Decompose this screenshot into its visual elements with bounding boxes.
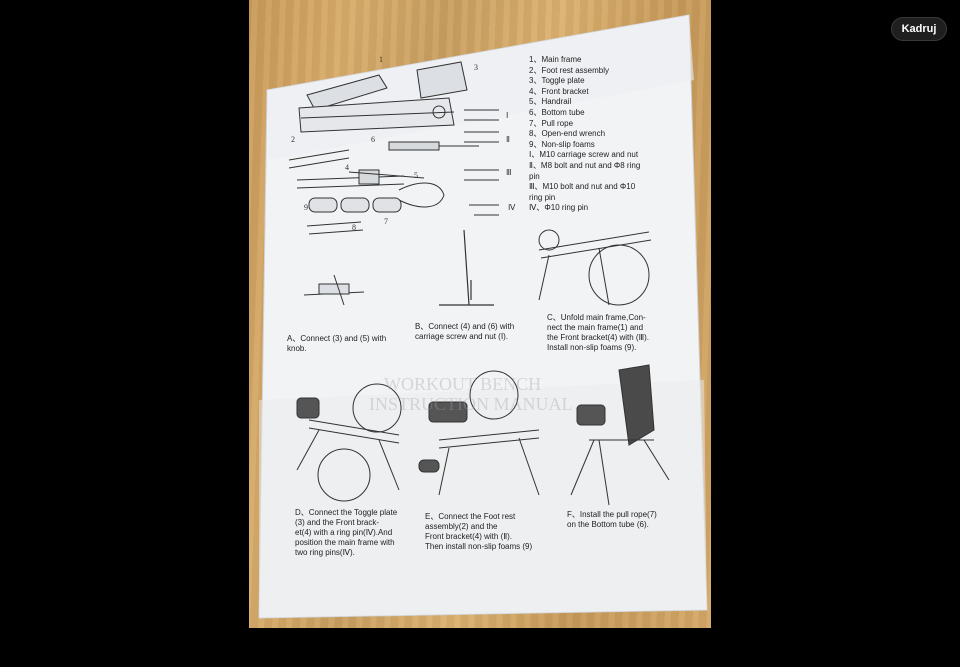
step-b-illustration xyxy=(439,229,494,306)
svg-text:Ⅳ: Ⅳ xyxy=(508,203,516,212)
parts-list-item: ring pin xyxy=(529,192,556,202)
caption-line: F、Install the pull rope(7) xyxy=(567,510,657,519)
step-c-caption: C、Unfold main frame,Con-nect the main fr… xyxy=(547,313,649,353)
caption-line: et(4) with a ring pin(Ⅳ).And xyxy=(295,528,393,537)
parts-list-item: pin xyxy=(529,171,540,181)
step-f-illustration xyxy=(570,364,670,506)
caption-line: Then install non-slip foams (9) xyxy=(425,542,533,551)
caption-line: knob. xyxy=(287,344,307,353)
svg-text:Ⅰ: Ⅰ xyxy=(506,111,508,120)
svg-text:1: 1 xyxy=(379,55,383,64)
caption-line: C、Unfold main frame,Con- xyxy=(547,313,646,322)
instruction-sheet: 1 3 2 6 4 5 9 7 8 Ⅰ Ⅱ Ⅲ Ⅳ xyxy=(258,14,708,619)
caption-line: assembly(2) and the xyxy=(425,522,498,531)
photo-viewer-image: 1 3 2 6 4 5 9 7 8 Ⅰ Ⅱ Ⅲ Ⅳ xyxy=(249,0,711,628)
crop-button[interactable]: Kadruj xyxy=(891,17,947,41)
svg-text:8: 8 xyxy=(352,223,356,232)
parts-list-item: 7、Pull rope xyxy=(529,118,574,128)
caption-line: A、Connect (3) and (5) with xyxy=(287,334,387,343)
parts-list-item: 9、Non-slip foams xyxy=(529,139,595,149)
caption-line: B、Connect (4) and (6) with xyxy=(415,322,515,331)
caption-line: position the main frame with xyxy=(295,538,395,547)
step-d-illustration xyxy=(296,383,402,502)
watermark-logo: WORKOUT BENCH INSTRUCTION MANUAL xyxy=(369,374,573,414)
caption-line: (3) and the Front brack- xyxy=(295,518,380,527)
caption-line: on the Bottom tube (6). xyxy=(567,520,649,529)
parts-list-item: 6、Bottom tube xyxy=(529,107,585,117)
svg-text:9: 9 xyxy=(304,203,308,212)
parts-list-item: 2、Foot rest assembly xyxy=(529,65,610,75)
caption-line: Install non-slip foams (9). xyxy=(547,343,637,352)
caption-line: the Front bracket(4) with (Ⅲ). xyxy=(547,333,649,342)
svg-text:7: 7 xyxy=(384,217,388,226)
svg-text:4: 4 xyxy=(345,163,349,172)
parts-list-item: Ⅱ、M8 bolt and nut and Φ8 ring xyxy=(529,160,641,170)
parts-diagram xyxy=(288,61,499,235)
caption-line: Front bracket(4) with (Ⅱ). xyxy=(425,532,513,541)
caption-line: nect the main frame(1) and xyxy=(547,323,644,332)
caption-line: D、Connect the Toggle plate xyxy=(295,508,398,517)
step-d-caption: D、Connect the Toggle plate(3) and the Fr… xyxy=(295,508,397,558)
parts-list-item: 1、Main frame xyxy=(529,55,582,64)
parts-list-item: 8、Open-end wrench xyxy=(529,129,606,139)
caption-line: E、Connect the Foot rest xyxy=(425,512,516,521)
svg-text:6: 6 xyxy=(371,135,375,144)
svg-text:Ⅱ: Ⅱ xyxy=(506,135,510,144)
parts-list-item: Ⅲ、M10 bolt and nut and Φ10 xyxy=(529,182,636,192)
svg-text:INSTRUCTION MANUAL: INSTRUCTION MANUAL xyxy=(369,394,573,414)
svg-text:2: 2 xyxy=(291,135,295,144)
caption-line: two ring pins(Ⅳ). xyxy=(295,548,355,557)
parts-list-item: 4、Front bracket xyxy=(529,86,589,96)
parts-list-item: Ⅳ、Φ10 ring pin xyxy=(529,203,589,213)
parts-list-item: Ⅰ、M10 carriage screw and nut xyxy=(529,150,639,160)
part-callouts: 1 3 2 6 4 5 9 7 8 Ⅰ Ⅱ Ⅲ Ⅳ xyxy=(291,55,516,232)
step-f-caption: F、Install the pull rope(7)on the Bottom … xyxy=(567,510,657,530)
step-a-illustration xyxy=(303,274,365,306)
svg-text:5: 5 xyxy=(414,171,418,180)
parts-list-item: 5、Handrail xyxy=(529,97,572,107)
svg-text:Ⅲ: Ⅲ xyxy=(506,168,512,177)
parts-list-item: 3、Toggle plate xyxy=(529,76,585,86)
step-e-illustration xyxy=(418,370,540,496)
caption-line: carriage screw and nut (Ⅰ). xyxy=(415,332,509,341)
step-c-illustration xyxy=(538,229,652,306)
svg-text:WORKOUT BENCH: WORKOUT BENCH xyxy=(384,374,541,394)
svg-text:3: 3 xyxy=(474,63,478,72)
